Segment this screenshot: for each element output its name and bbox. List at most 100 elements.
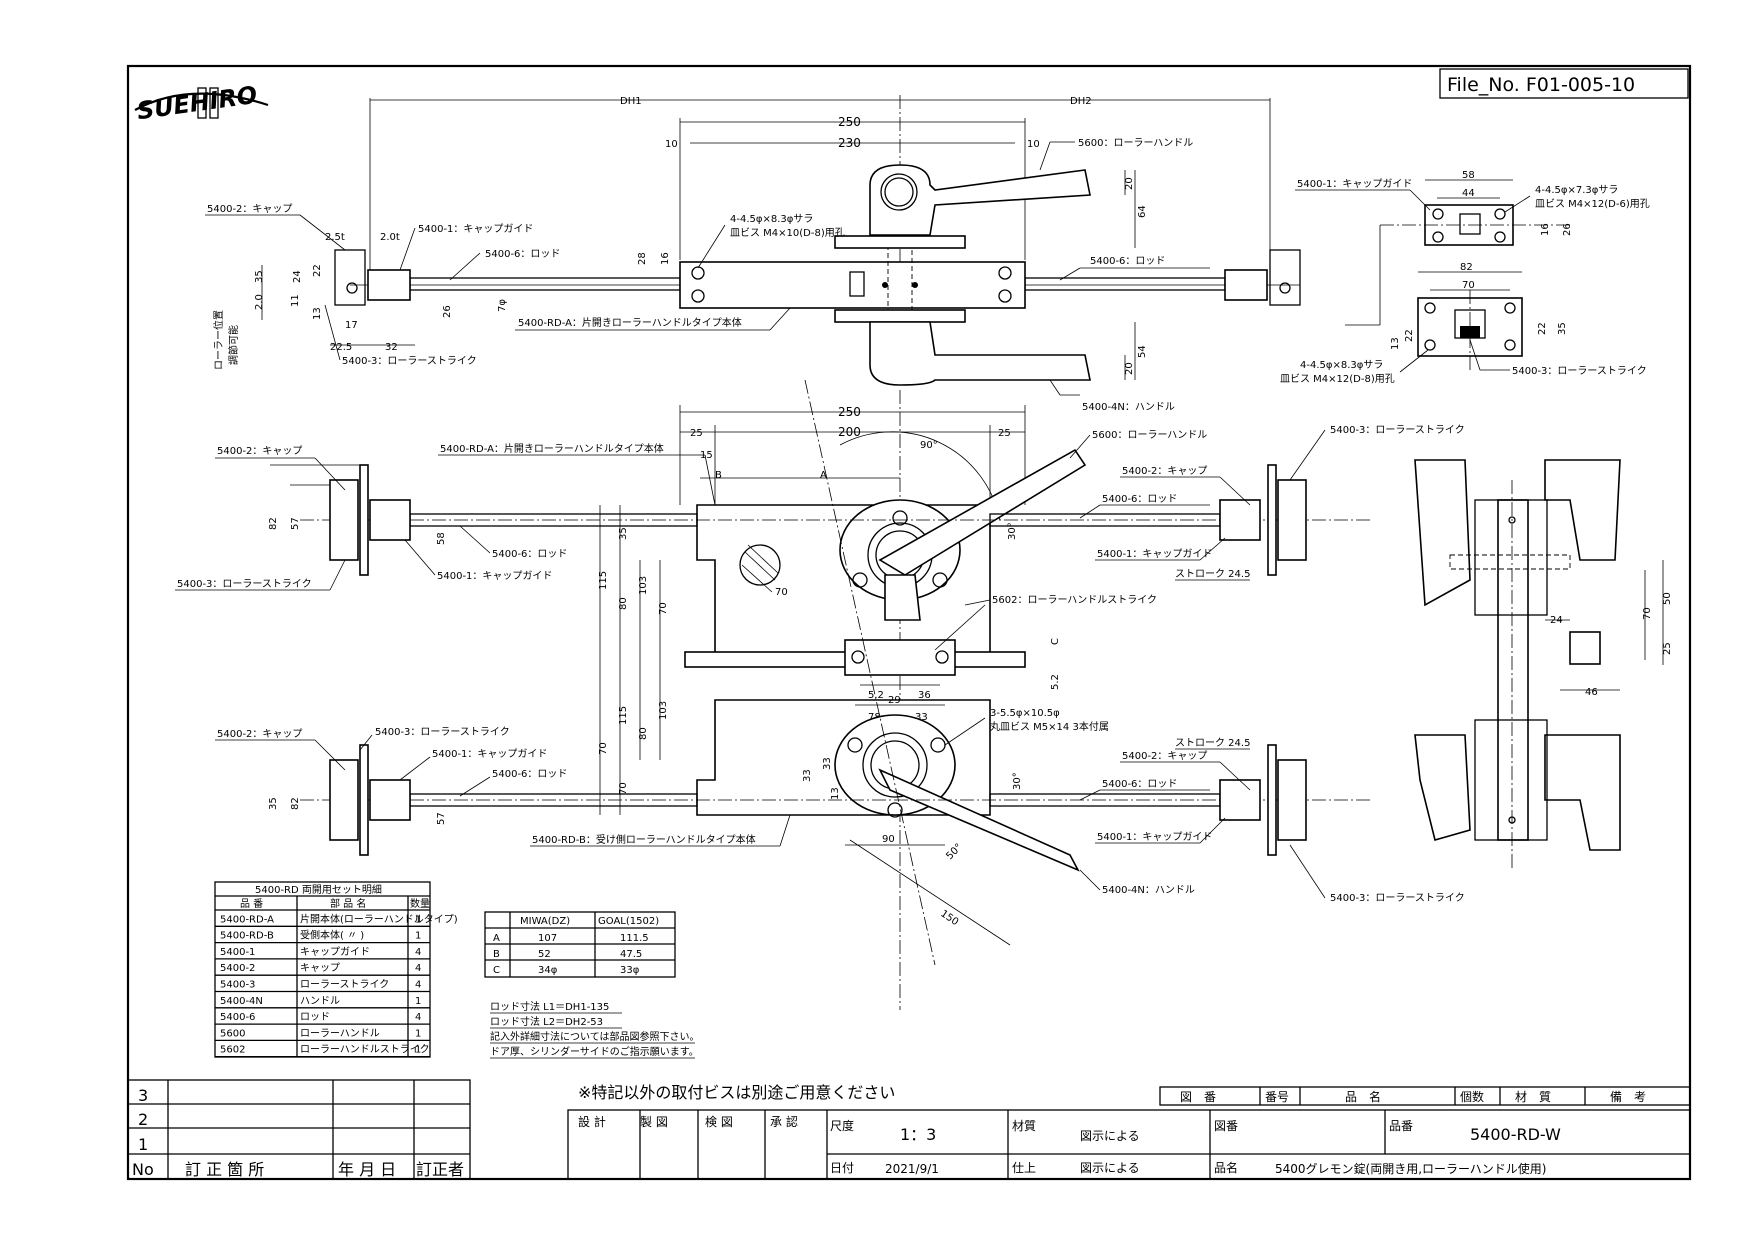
rev-row-1: 1	[138, 1135, 148, 1154]
label-rod-right-front: 5400-6：ロッド	[1102, 494, 1177, 505]
note-2: ロッド寸法 L2＝DH2-53	[490, 1015, 603, 1028]
parts-cell: ロッド	[300, 1012, 330, 1023]
parts-cell: 4	[415, 947, 421, 958]
special-note: ※特記以外の取付ビスは別途ご用意ください	[578, 1083, 895, 1102]
title-finish: 図示による	[1080, 1161, 1140, 1175]
title-dwg-label: 図番	[1214, 1119, 1238, 1133]
dim-35-small: 35	[254, 270, 265, 283]
dim-50-side: 50	[1662, 592, 1673, 605]
title-top-material: 材 質	[1515, 1089, 1551, 1104]
parts-cell: 1	[415, 996, 421, 1007]
dim-5.2-a: C	[1050, 638, 1061, 645]
title-date-label: 日付	[830, 1161, 854, 1175]
title-draft: 製 図	[640, 1115, 668, 1129]
dim-26-r: 26	[1562, 223, 1573, 236]
parts-cell: 1	[415, 914, 421, 925]
dim-13-front: 33	[822, 757, 833, 770]
dim-25-side: 25	[1662, 642, 1673, 655]
parts-cell: 1	[415, 1028, 421, 1039]
file-no: File_No. F01-005-10	[1447, 74, 1635, 96]
dim-25-r: 25	[998, 428, 1011, 439]
dim-35-r: 35	[1557, 322, 1568, 335]
abc-cell: 33φ	[620, 965, 640, 976]
title-approve: 承 認	[770, 1114, 798, 1129]
label-strike-right: 5400-3：ローラーストライク	[1330, 424, 1465, 436]
abc-cell: 34φ	[538, 965, 558, 976]
label-screws: 3-5.5φ×10.5φ	[990, 708, 1060, 719]
dim-58: 58	[1462, 170, 1475, 181]
dim-20-a: 20	[1124, 177, 1135, 190]
dim-2.5t: 2.5t	[325, 232, 345, 243]
rev-header-date: 年 月 日	[338, 1160, 396, 1179]
parts-cell: ローラーストライク	[300, 979, 389, 991]
parts-cell: キャップ	[300, 962, 340, 974]
label-handle-strike: 5602：ローラーハンドルストライク	[992, 594, 1157, 606]
dim-70-r: 70	[1462, 280, 1475, 291]
label-body-a: 5400-RD-A：片開きローラーハンドルタイプ本体	[518, 316, 742, 329]
label-screw-b: 4-4.5φ×8.3φサラ	[1300, 359, 1383, 371]
dim-7phi: 7φ	[497, 299, 508, 312]
dim-33-b: 33	[915, 712, 928, 723]
label-screws2: 丸皿ビス M5×14 3本付属	[990, 720, 1109, 733]
dim-2.0: 2.0	[254, 294, 265, 310]
logo-text: SUEHIRO	[135, 81, 259, 126]
dim-90deg: 90°	[920, 440, 938, 451]
label-body-b: 5400-RD-B：受け側ローラーハンドルタイプ本体	[532, 833, 756, 846]
label-screw-a2: 皿ビス M4×12(D-6)用孔	[1535, 198, 1650, 210]
parts-cell: 5400-6	[220, 1012, 255, 1023]
dim-150: 150	[938, 908, 960, 928]
title-block: ※特記以外の取付ビスは別途ご用意ください 図 番 番号 品 名 個数 材 質 備…	[567, 1083, 1691, 1180]
label-guide-left2: 5400-1：キャップガイド	[432, 748, 547, 760]
label-roller-handle-front: 5600：ローラーハンドル	[1092, 429, 1207, 441]
parts-cell: 1	[415, 1045, 421, 1056]
parts-cell: 片開本体(ローラーハンドルタイプ)	[300, 912, 458, 925]
label-cap-left: 5400-2：キャップ	[217, 445, 302, 457]
abc-cell: B	[493, 949, 500, 960]
label-guide-right2: 5400-1：キャップガイド	[1097, 831, 1212, 843]
parts-cell: 5400-RD-B	[220, 931, 274, 942]
dim-82-a: 82	[268, 517, 279, 530]
dim-50deg: 50°	[944, 842, 964, 862]
dim-22-r1: 22	[1404, 329, 1415, 342]
label-strike-left2: 5400-3：ローラーストライク	[375, 726, 510, 738]
dim-26-rod: 26	[442, 305, 453, 318]
abc-cell: 111.5	[620, 933, 649, 944]
title-material-label: 材質	[1012, 1118, 1036, 1133]
label-screw2: 皿ビス M4×10(D-8)用孔	[730, 227, 845, 239]
abc-cell: 52	[538, 949, 551, 960]
dim-22-r2: 22	[1537, 322, 1548, 335]
abc-cell: 107	[538, 933, 557, 944]
label-roller-handle: 5600：ローラーハンドル	[1078, 137, 1193, 149]
dim-29: 36	[918, 690, 931, 701]
dim-dh1: DH1	[620, 96, 642, 107]
label-rod-left2: 5400-6：ロッド	[492, 769, 567, 780]
parts-cell: 4	[415, 963, 421, 974]
dim-35-b: 70	[618, 782, 629, 795]
parts-cell: 5600	[220, 1028, 245, 1039]
abc-header-miwa: MIWA(DZ)	[520, 916, 570, 927]
label-cap-left2: 5400-2：キャップ	[217, 728, 302, 740]
parts-cell: 5400-4N	[220, 996, 263, 1007]
dim-16-r: 16	[1540, 223, 1551, 236]
dim-32: 32	[385, 342, 398, 353]
dim-80-a: 80	[618, 597, 629, 610]
rev-header-person: 訂正者	[416, 1160, 464, 1179]
parts-header-no: 品 番	[240, 898, 263, 910]
label-rod-right: 5400-6：ロッド	[1090, 256, 1165, 267]
title-finish-label: 仕上	[1012, 1161, 1036, 1175]
label-cap-guide-r: 5400-1：キャップガイド	[1297, 178, 1412, 190]
dim-250-top: 250	[838, 115, 861, 129]
dim-57-b: 82	[290, 797, 301, 810]
dim-46-side: 46	[1585, 687, 1598, 698]
dim-70-b: 103	[658, 701, 669, 720]
parts-cell: 5400-3	[220, 980, 255, 991]
label-roller-pos: ローラー位置	[212, 310, 225, 370]
parts-header-name: 部 品 名	[330, 897, 366, 910]
dim-11: 11	[290, 294, 301, 307]
note-4: ドア厚、シリンダーサイドのご指示願います。	[490, 1045, 699, 1058]
dim-22.5: 22.5	[330, 342, 352, 353]
